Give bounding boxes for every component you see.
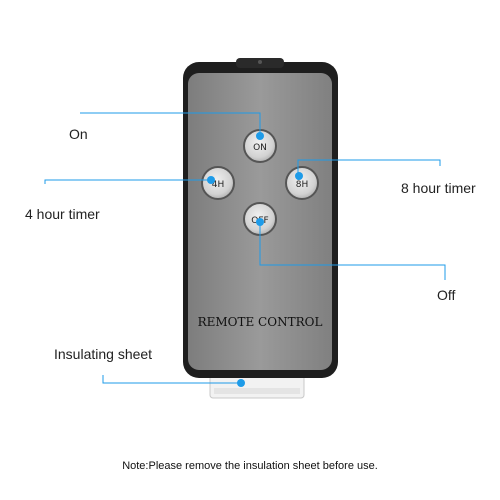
callout-line-eight-hour bbox=[297, 159, 441, 180]
callout-eight-hour: 8 hour timer bbox=[401, 180, 476, 196]
callout-dot-eight-hour bbox=[295, 172, 303, 180]
callout-dot-on bbox=[256, 132, 264, 140]
callout-dot-insulating bbox=[237, 379, 245, 387]
callout-dot-off bbox=[256, 218, 264, 226]
callout-insulating: Insulating sheet bbox=[54, 346, 153, 362]
callout-lines bbox=[44, 112, 446, 384]
callout-four-hour: 4 hour timer bbox=[25, 206, 100, 222]
callout-dots bbox=[207, 132, 303, 387]
callout-line-off bbox=[259, 224, 446, 280]
remote-label: REMOTE CONTROL bbox=[198, 315, 323, 329]
callout-dot-four-hour bbox=[207, 176, 215, 184]
callout-line-four-hour bbox=[44, 179, 212, 184]
callout-line-on bbox=[80, 112, 261, 134]
usage-note: Note:Please remove the insulation sheet … bbox=[122, 460, 378, 472]
callout-line-insulating bbox=[102, 375, 240, 384]
on-button-label: ON bbox=[253, 143, 267, 153]
four-hour-button-label: 4H bbox=[212, 180, 225, 190]
callout-on: On bbox=[69, 126, 88, 142]
four-hour-button[interactable]: 4H bbox=[201, 166, 235, 200]
eight-hour-button[interactable]: 8H bbox=[285, 166, 319, 200]
eight-hour-button-label: 8H bbox=[296, 180, 309, 190]
callout-off: Off bbox=[437, 287, 456, 303]
